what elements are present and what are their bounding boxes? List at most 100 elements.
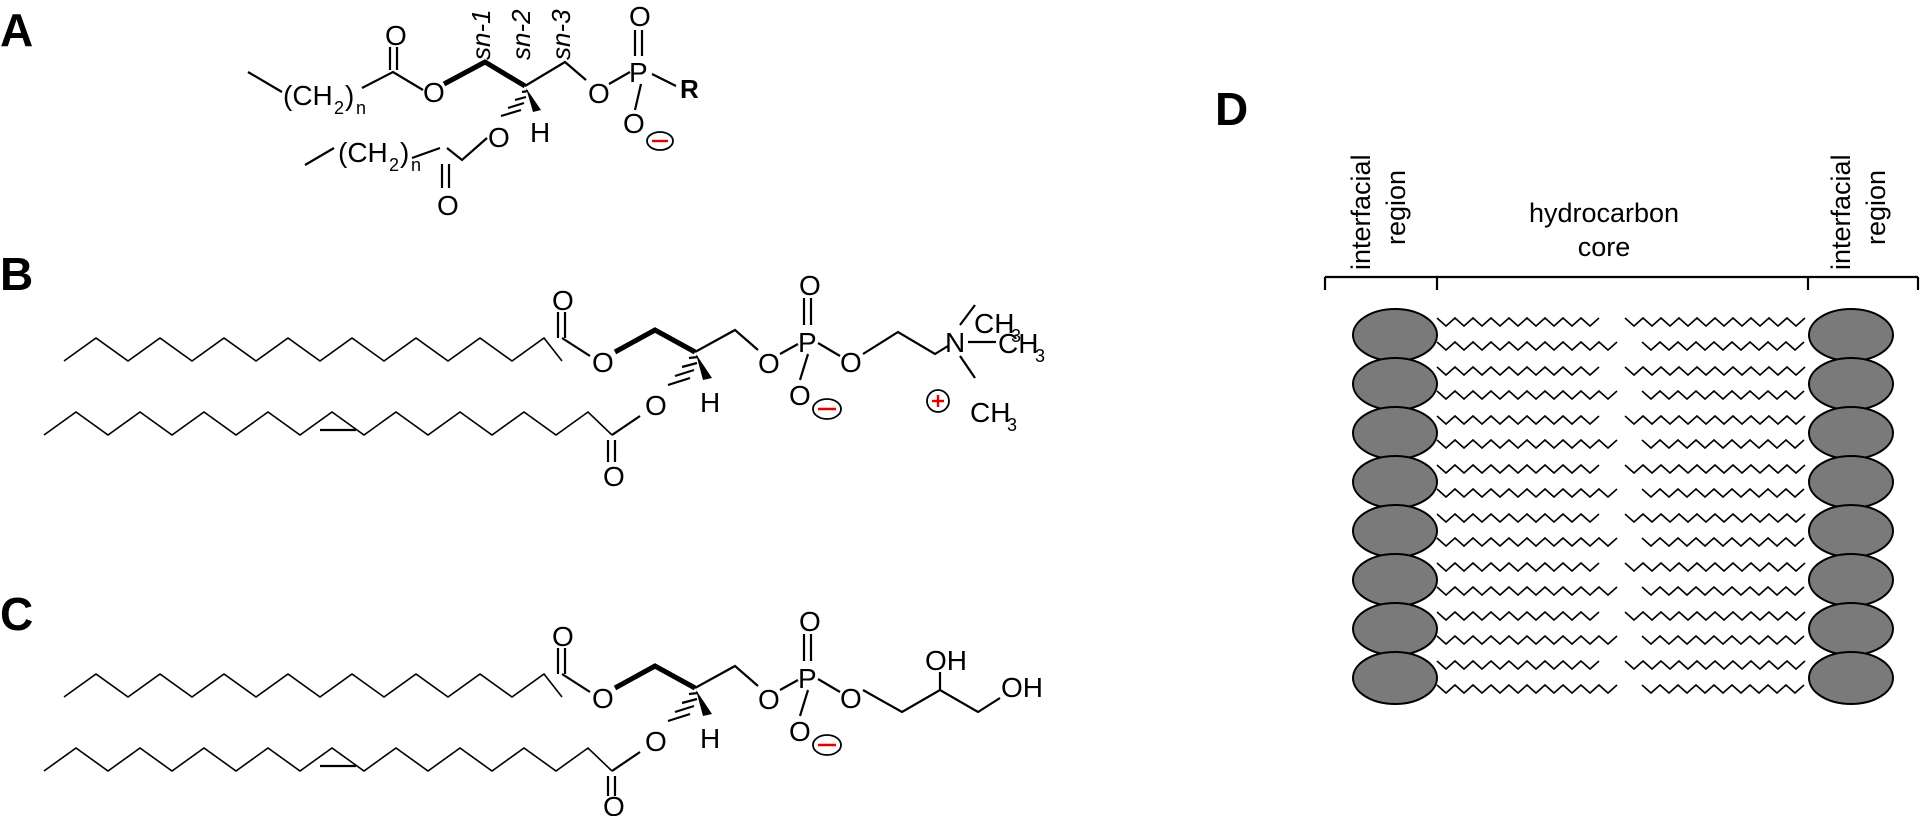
panel-a-label: A <box>0 4 33 56</box>
lipid-headgroup-right <box>1808 504 1894 558</box>
lipid-tail-left-upper <box>1436 316 1600 328</box>
panel-b-ch3-bottom-sub: 3 <box>1007 415 1017 435</box>
lipid-tail-left-lower <box>1436 487 1618 499</box>
panel-b-o-p-bond <box>779 343 799 355</box>
panel-b-hashed-bond <box>667 355 699 387</box>
panel-a-sn3-bond <box>524 60 587 87</box>
lipid-tail-right-lower <box>1641 487 1805 499</box>
lipid-headgroup-right <box>1808 602 1894 656</box>
lipid-tail-right-lower <box>1641 389 1805 401</box>
panel-b: B O O H O P O O O N <box>0 248 1045 492</box>
panel-a-wedge-bond <box>526 88 541 112</box>
panel-b-sn3-bond <box>694 328 759 353</box>
lipid-headgroup-left <box>1352 357 1438 411</box>
panel-b-sn2-acyl-bond <box>611 415 641 436</box>
lipid-headgroup-left <box>1352 504 1438 558</box>
lipid-tail-left-upper <box>1436 561 1600 573</box>
lipid-tail-left-lower <box>1436 389 1618 401</box>
panel-a-p-r-bond <box>651 73 677 87</box>
lipid-tail-right-upper <box>1624 463 1806 475</box>
panel-c-o-sn2: O <box>645 726 667 757</box>
panel-b-n: N <box>945 327 965 358</box>
panel-b-p-o-minus: O <box>789 380 811 411</box>
panel-a-hashed-bond <box>500 89 529 118</box>
panel-a-p: P <box>629 57 648 88</box>
panel-b-p: P <box>798 327 817 358</box>
panel-a-o-carbonyl-bottom: O <box>437 190 459 221</box>
lipid-headgroup-left <box>1352 308 1438 362</box>
panel-c-ester-bond <box>561 673 591 693</box>
panel-b-n-ch3-bottom-bond <box>959 355 976 379</box>
lipid-headgroup-right <box>1808 308 1894 362</box>
panel-b-negative-charge <box>812 398 842 420</box>
lipid-tail-left-upper <box>1436 365 1600 377</box>
panel-a-ester-o: O <box>423 77 445 108</box>
panel-c-sn2-chain <box>43 746 613 772</box>
lipid-tail-left-upper <box>1436 463 1600 475</box>
panel-c-sn2-acyl-bond <box>611 751 641 772</box>
panel-b-wedge-bond <box>696 354 712 380</box>
lipid-tail-left-lower <box>1436 634 1618 646</box>
lipid-tail-left-lower <box>1436 536 1618 548</box>
lipid-tail-left-lower <box>1436 438 1618 450</box>
panel-d-label: D <box>1215 83 1248 135</box>
panel-b-sn1-chain <box>63 336 563 362</box>
lipid-tail-left-upper <box>1436 659 1600 671</box>
lipid-tail-left-upper <box>1436 610 1600 622</box>
panel-b-ch3-mid: CH <box>998 328 1038 359</box>
panel-b-ester-bond <box>561 337 591 357</box>
panel-b-o-link: O <box>758 348 780 379</box>
lipid-headgroup-left <box>1352 602 1438 656</box>
lipid-tail-left-lower <box>1436 340 1618 352</box>
lipid-headgroup-right <box>1808 455 1894 509</box>
panel-d-core-line2: core <box>1578 232 1631 262</box>
panel-b-p-o-minus-bond <box>798 353 810 381</box>
panel-c: C O O H O P O O O OH OH <box>0 588 1043 816</box>
panel-c-p-o-top: O <box>799 606 821 637</box>
panel-d-right-region-line1: interfacial <box>1826 154 1856 270</box>
panel-b-h: H <box>700 387 720 418</box>
lipid-headgroup-right <box>1808 406 1894 460</box>
panel-b-o-sn2: O <box>645 390 667 421</box>
panel-a-p-o-top: O <box>629 1 651 32</box>
panel-a-n-top: n <box>356 98 366 118</box>
panel-a-o-link: O <box>588 78 610 109</box>
panel-a-acyl-bonds-top <box>361 70 424 91</box>
lipid-tail-right-upper <box>1624 365 1806 377</box>
panel-d-bilayer <box>1352 308 1894 705</box>
panel-c-p-o-minus-bond <box>798 689 810 717</box>
lipid-tail-left-upper <box>1436 512 1600 524</box>
lipid-tail-right-lower <box>1641 536 1805 548</box>
lipid-tail-right-lower <box>1641 634 1805 646</box>
panel-a: A (CH 2 ) n O O sn-1 sn-2 sn-3 H O P <box>0 1 699 221</box>
panel-a-n-bottom: n <box>411 155 421 175</box>
panel-a-ch2-top: (CH <box>283 80 333 111</box>
lipid-headgroup-right <box>1808 553 1894 607</box>
panel-a-glycerol-backbone <box>442 59 527 89</box>
panel-b-p-o-choline-bond <box>817 342 841 357</box>
panel-d-region-bracket <box>1323 275 1920 290</box>
panel-a-r: R <box>680 74 699 104</box>
panel-b-ch3-top: CH <box>974 308 1014 339</box>
panel-b-o-carbonyl-2: O <box>603 461 625 492</box>
panel-c-negative-charge <box>812 734 842 756</box>
panel-a-negative-charge <box>646 131 674 151</box>
panel-a-ch2-bottom-subscript: 2 <box>389 155 399 175</box>
lipid-headgroup-left <box>1352 651 1438 705</box>
panel-b-p-o-top: O <box>799 270 821 301</box>
lipid-tail-left-lower <box>1436 585 1618 597</box>
panel-a-o-p-bond <box>608 71 631 85</box>
lipid-tail-right-upper <box>1624 316 1806 328</box>
panel-a-ch2-bottom: (CH <box>338 137 388 168</box>
lipid-tail-right-upper <box>1624 610 1806 622</box>
panel-b-sn2-chain <box>43 410 613 436</box>
lipid-headgroup-right <box>1808 357 1894 411</box>
panel-a-ch2-top-subscript: 2 <box>334 98 344 118</box>
panel-c-glycerol-head-bonds <box>862 688 1001 714</box>
lipid-tail-right-lower <box>1641 585 1805 597</box>
panel-c-sn3-bond <box>694 664 759 689</box>
panel-d-left-region-line2: region <box>1381 170 1411 245</box>
panel-c-oh-1: OH <box>925 645 967 676</box>
panel-a-ch2-top-paren: ) <box>345 80 354 111</box>
panel-a-sn1-label: sn-1 <box>466 9 496 60</box>
